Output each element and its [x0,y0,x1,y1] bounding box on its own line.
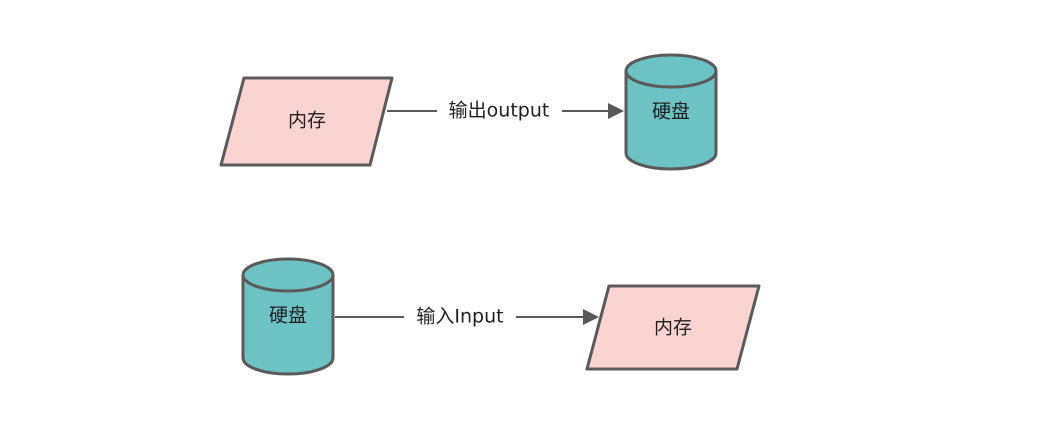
memory-node-output-source [219,76,394,167]
memory-node-output-source-label: 内存 [288,110,326,132]
output-flow: 内存 输出output 硬盘 [219,53,718,171]
output-edge-label: 输出output [449,100,550,122]
memory-node-input-target-label: 内存 [654,317,692,339]
disk-node-output-target-label: 硬盘 [652,101,690,123]
input-flow: 硬盘 输入Input 内存 [241,257,761,376]
output-arrowhead-icon [608,103,624,119]
disk-node-input-source-label: 硬盘 [269,305,307,327]
input-arrowhead-icon [583,309,599,325]
disk-node-input-source [241,257,335,376]
memory-node-input-target [585,284,761,371]
input-edge-label: 输入Input [416,306,503,328]
disk-node-output-target [624,53,718,171]
